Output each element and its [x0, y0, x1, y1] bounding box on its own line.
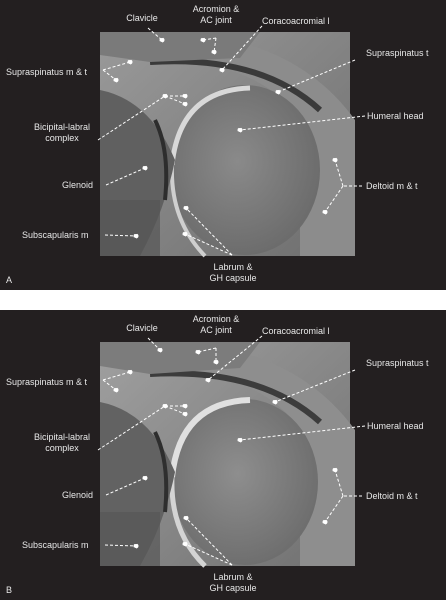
label-labrum-line2: GH capsule — [209, 583, 257, 593]
mri-image-b — [100, 341, 355, 568]
panel-letter: B — [6, 585, 13, 595]
label-deltoid: Deltoid m & t — [366, 491, 418, 501]
label-acromion-line1: Acromion & — [192, 4, 240, 14]
label-subscapularis: Subscapularis m — [22, 540, 89, 550]
label-bicipital-line2: complex — [45, 133, 79, 143]
label-supraspinatus-mt: Supraspinatus m & t — [6, 67, 88, 77]
label-acromion-line2: AC joint — [200, 325, 232, 335]
mri-image-a — [100, 31, 355, 258]
label-supraspinatus-t: Supraspinatus t — [366, 48, 429, 58]
label-acromion-line1: Acromion & — [192, 314, 240, 324]
label-labrum-line1: Labrum & — [213, 262, 253, 272]
label-subscapularis: Subscapularis m — [22, 230, 89, 240]
label-glenoid: Glenoid — [62, 490, 94, 500]
label-clavicle: Clavicle — [126, 323, 158, 333]
leader-lines-a — [97, 25, 366, 256]
label-deltoid: Deltoid m & t — [366, 181, 418, 191]
panel-b: Clavicle Acromion & AC joint Coracoacrom… — [0, 310, 446, 600]
label-labrum-line1: Labrum & — [213, 572, 253, 582]
panel-a: Clavicle Acromion & AC joint Coracoacrom… — [0, 0, 446, 290]
label-humeral-head: Humeral head — [367, 421, 424, 431]
label-clavicle: Clavicle — [126, 13, 158, 23]
label-glenoid: Glenoid — [62, 180, 94, 190]
label-bicipital-line2: complex — [45, 443, 79, 453]
label-humeral-head: Humeral head — [367, 111, 424, 121]
label-bicipital-line1: Bicipital-labral — [33, 122, 91, 132]
label-supraspinatus-t: Supraspinatus t — [366, 358, 429, 368]
panel-letter: A — [6, 275, 13, 285]
label-coracoacromial: Coracoacromial l — [262, 326, 330, 336]
label-labrum-line2: GH capsule — [209, 273, 257, 283]
label-supraspinatus-mt: Supraspinatus m & t — [6, 377, 88, 387]
label-coracoacromial: Coracoacromial l — [262, 16, 330, 26]
label-acromion-line2: AC joint — [200, 15, 232, 25]
leader-lines-b — [97, 335, 366, 566]
label-bicipital-line1: Bicipital-labral — [33, 432, 91, 442]
